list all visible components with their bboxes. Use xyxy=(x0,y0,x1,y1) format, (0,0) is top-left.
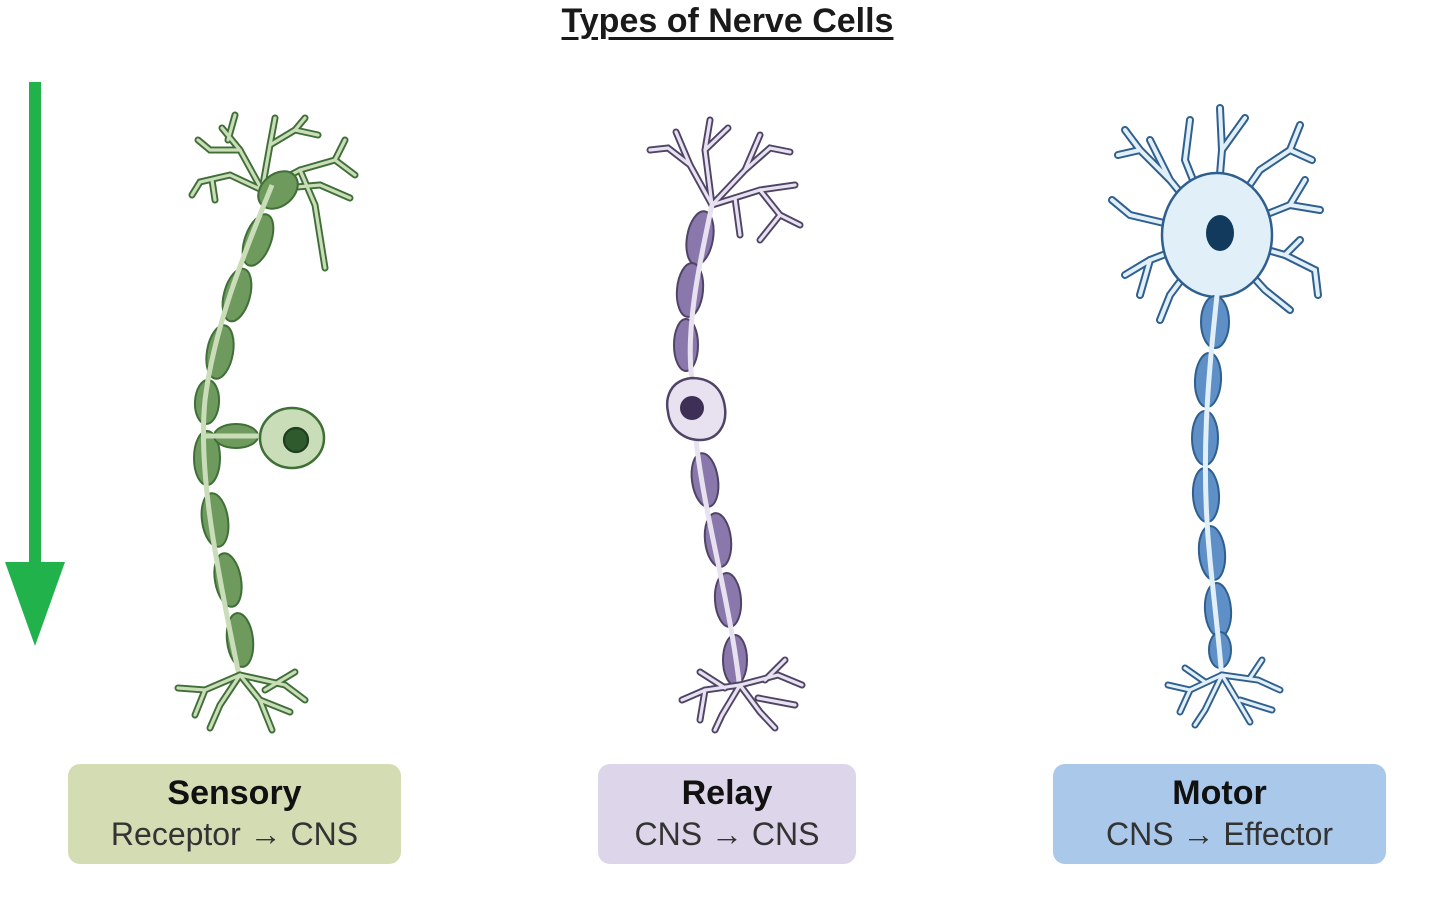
motor-path: CNS → Effector xyxy=(1105,816,1334,852)
relay-name: Relay xyxy=(681,774,773,812)
relay-path: CNS → CNS xyxy=(634,816,820,852)
sensory-path: Receptor → CNS xyxy=(110,816,359,852)
sensory-label-box: Sensory Receptor → CNS xyxy=(68,764,401,864)
relay-axon-terminals-inner xyxy=(680,658,804,732)
sensory-axon xyxy=(200,184,275,681)
motor-nucleus xyxy=(1206,215,1234,251)
arrow-head xyxy=(5,562,65,646)
relay-neuron xyxy=(646,116,806,734)
relay-nucleus xyxy=(680,396,704,420)
motor-name: Motor xyxy=(1172,774,1267,812)
relay-myelin xyxy=(673,210,748,686)
relay-top-dendrites xyxy=(646,116,804,244)
sensory-nucleus xyxy=(282,426,310,454)
diagram-title: Types of Nerve Cells xyxy=(561,2,894,40)
relay-label-box: Relay CNS → CNS xyxy=(598,764,856,864)
relay-top-dendrites-inner xyxy=(648,118,802,242)
sensory-myelin xyxy=(193,170,299,668)
sensory-neuron xyxy=(174,111,359,734)
motor-axon xyxy=(1202,294,1225,681)
motor-label-box: Motor CNS → Effector xyxy=(1053,764,1386,864)
motor-axon-terminals-inner xyxy=(1166,658,1282,727)
sensory-axon-terminals xyxy=(174,668,309,734)
impulse-direction-arrow xyxy=(5,82,65,646)
arrow-shaft xyxy=(29,82,41,572)
sensory-name: Sensory xyxy=(167,774,302,812)
relay-axon xyxy=(687,204,743,691)
sensory-axon-terminals-inner xyxy=(176,670,307,732)
motor-neuron xyxy=(1108,104,1324,729)
